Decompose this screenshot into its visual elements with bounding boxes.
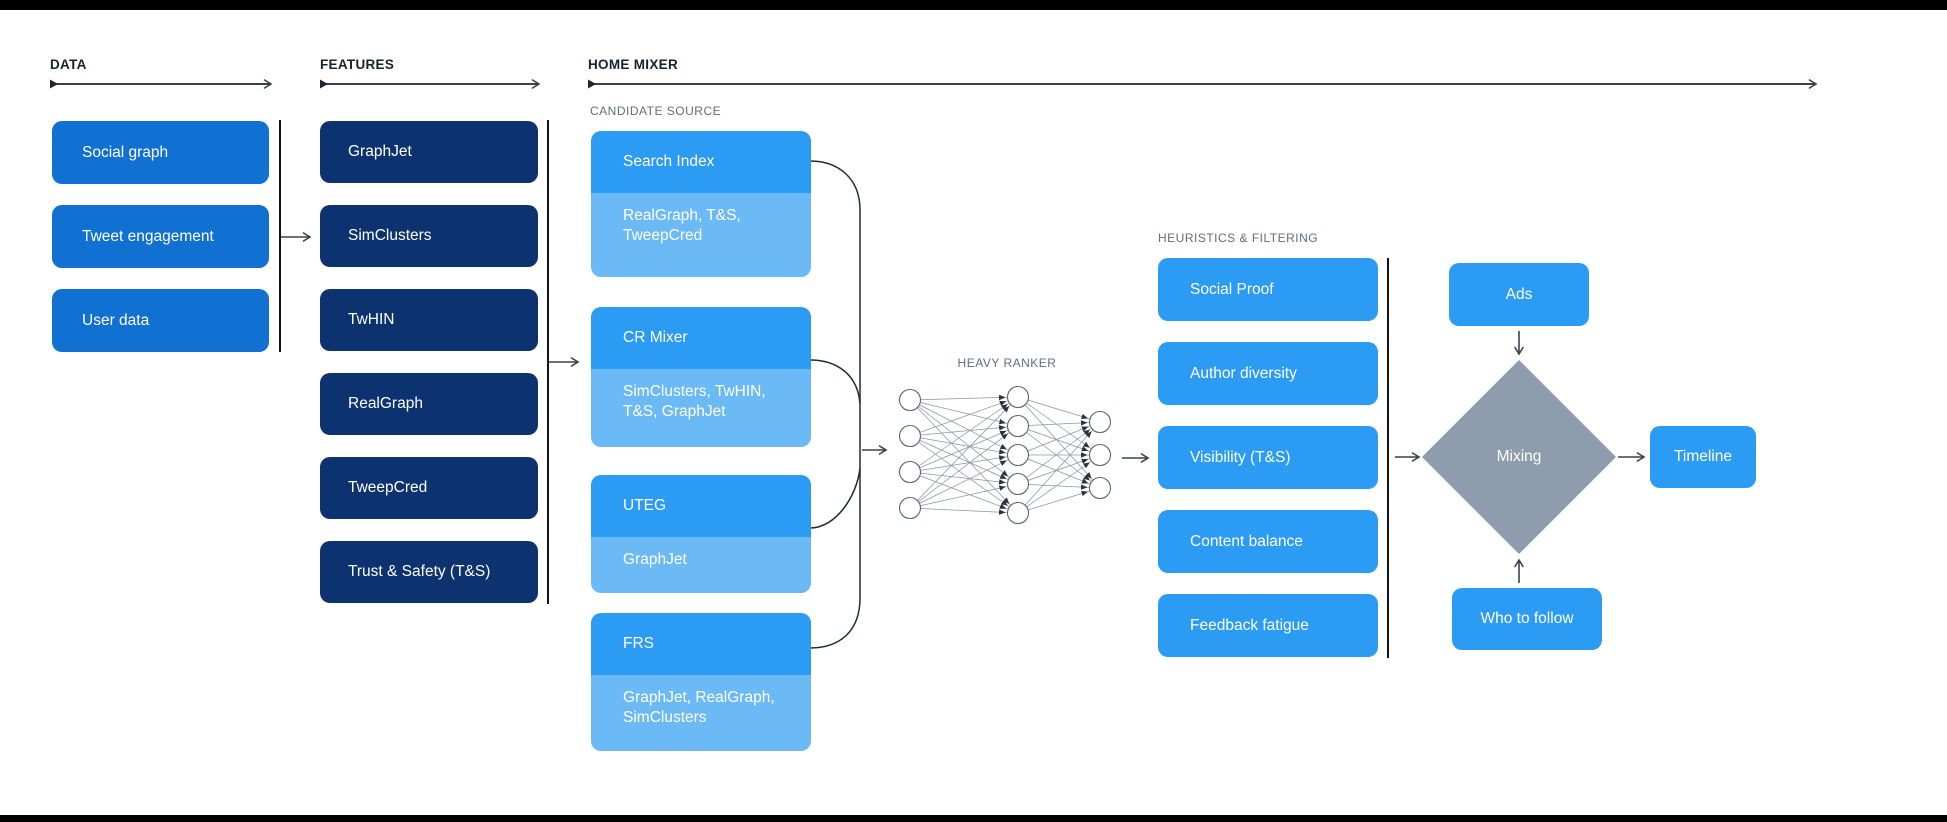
node-uteg: UTEG GraphJet — [591, 475, 811, 593]
heuristics-filtering-subheader: HEURISTICS & FILTERING — [1158, 231, 1319, 245]
node-feedback-fatigue: Feedback fatigue — [1158, 594, 1378, 657]
node-cr-mixer-title: CR Mixer — [591, 307, 811, 369]
node-uteg-title: UTEG — [591, 475, 811, 537]
node-search-index-features: RealGraph, T&S, TweepCred — [591, 193, 811, 277]
candidate-collector-lines — [809, 160, 861, 649]
top-letterbox-bar — [0, 0, 1947, 10]
node-visibility-ts: Visibility (T&S) — [1158, 426, 1378, 489]
node-tweepcred: TweepCred — [320, 457, 538, 519]
node-graphjet: GraphJet — [320, 121, 538, 183]
data-section-header: DATA — [50, 57, 87, 72]
node-timeline: Timeline — [1650, 426, 1756, 488]
node-search-index-title: Search Index — [591, 131, 811, 193]
node-cr-mixer-features: SimClusters, TwHIN, T&S, GraphJet — [591, 369, 811, 447]
node-social-graph: Social graph — [52, 121, 269, 184]
node-frs: FRS GraphJet, RealGraph, SimClusters — [591, 613, 811, 751]
node-trust-safety: Trust & Safety (T&S) — [320, 541, 538, 603]
bottom-letterbox-bar — [0, 815, 1947, 822]
node-uteg-features: GraphJet — [591, 537, 811, 593]
mixing-diamond-shape — [1422, 360, 1616, 554]
home-mixer-section-header: HOME MIXER — [588, 57, 679, 72]
node-tweet-engagement: Tweet engagement — [52, 205, 269, 268]
node-search-index: Search Index RealGraph, T&S, TweepCred — [591, 131, 811, 277]
node-social-proof: Social Proof — [1158, 258, 1378, 321]
node-frs-features: GraphJet, RealGraph, SimClusters — [591, 675, 811, 751]
node-author-diversity: Author diversity — [1158, 342, 1378, 405]
node-twhin: TwHIN — [320, 289, 538, 351]
candidate-source-subheader: CANDIDATE SOURCE — [590, 104, 722, 118]
node-simclusters: SimClusters — [320, 205, 538, 267]
node-cr-mixer: CR Mixer SimClusters, TwHIN, T&S, GraphJ… — [591, 307, 811, 447]
node-realgraph: RealGraph — [320, 373, 538, 435]
neural-network-illustration — [898, 385, 1112, 525]
node-ads: Ads — [1449, 263, 1589, 326]
features-section-header: FEATURES — [320, 57, 395, 72]
node-content-balance: Content balance — [1158, 510, 1378, 573]
node-mixing-label: Mixing — [1496, 448, 1542, 465]
node-who-to-follow: Who to follow — [1452, 588, 1602, 650]
heavy-ranker-label: HEAVY RANKER — [957, 356, 1057, 370]
node-frs-title: FRS — [591, 613, 811, 675]
node-user-data: User data — [52, 289, 269, 352]
